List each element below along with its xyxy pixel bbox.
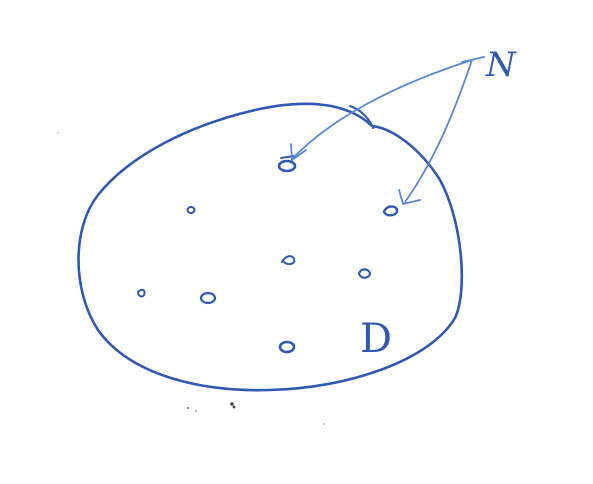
region-d-boundary [77, 102, 464, 392]
points-group [137, 155, 399, 354]
point-upper-left [186, 206, 196, 214]
arrow-join-stroke [461, 56, 485, 63]
point-right [357, 268, 372, 279]
point-bottom [278, 340, 296, 354]
paper-specks [57, 132, 325, 425]
label-d: D [360, 316, 392, 362]
point-left [137, 288, 146, 298]
arrow-to-right-point [404, 59, 473, 203]
label-n: N [485, 45, 517, 85]
region-d-overlap-stroke [349, 105, 374, 129]
point-top [277, 159, 297, 173]
arrow-to-top-point [292, 59, 473, 159]
arrow-to-right-point-head [398, 189, 421, 205]
point-center [281, 255, 296, 266]
point-lower-center-left [199, 291, 217, 305]
arrows-group [290, 56, 485, 205]
point-upper-right [382, 205, 399, 217]
arrow-to-top-point-head [290, 143, 307, 161]
